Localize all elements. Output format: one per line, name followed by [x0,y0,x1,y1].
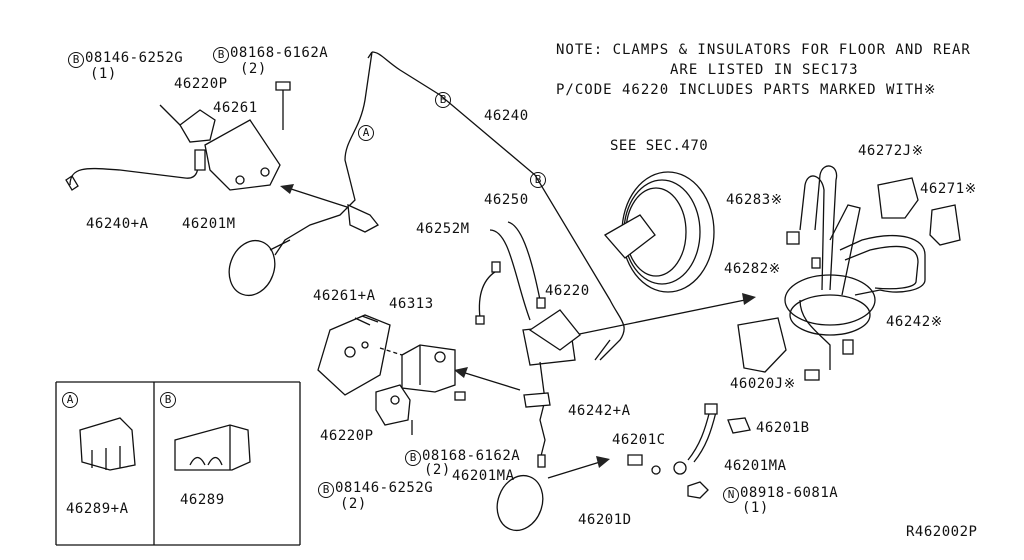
part-46289: 46289 [180,492,225,508]
inset-part-46289 [174,424,251,471]
note-line-3: P/CODE 46220 INCLUDES PARTS MARKED WITH※ [556,82,937,98]
part-08918-code: 08918-6081A [740,485,839,501]
reference-code: R462002P [906,524,978,540]
part-46201b: 46201B [756,420,810,436]
part-46261a: 46261+A [313,288,376,304]
b-marker-icon: B [160,392,176,408]
b-marker-icon: B [530,172,546,188]
inset-part-46289a [79,417,136,471]
part-46252m: 46252M [416,221,470,237]
part-46313: 46313 [389,296,434,312]
part-46240: 46240 [484,108,529,124]
note-line-1: NOTE: CLAMPS & INSULATORS FOR FLOOR AND … [556,42,971,58]
part-08168-bottom-qty: (2) [424,462,451,478]
part-46201ma-left: 46201MA [452,468,515,484]
a-marker-icon: A [358,125,374,141]
inset-a-marker: A [62,390,79,408]
part-46240a: 46240+A [86,216,149,232]
part-08168-top-qty: (2) [240,61,267,77]
b-marker-icon: B [405,450,421,466]
n-marker-icon: N [723,487,739,503]
b-marker-icon: B [213,47,229,63]
b-marker-icon: B [68,52,84,68]
part-46020j: 46020J※ [730,376,796,392]
brake-booster [594,171,715,361]
part-08146-top-code: 08146-6252G [85,50,184,66]
part-46201c: 46201C [612,432,666,448]
part-46261: 46261 [213,100,258,116]
b-marker-icon: B [435,92,451,108]
marker-b-on-line-1: B [435,90,452,108]
inset-frames [55,381,301,546]
part-46289a: 46289+A [66,501,129,517]
center-valve-block [475,221,581,468]
inset-b-marker: B [160,390,177,408]
part-08146-bottom-qty: (2) [340,496,367,512]
part-46201d: 46201D [578,512,632,528]
front-left-hose [228,239,291,297]
part-46250: 46250 [484,192,529,208]
part-46201m: 46201M [182,216,236,232]
part-08918-qty: (1) [742,500,769,516]
part-46242: 46242※ [886,314,943,330]
right-tube-assembly [737,165,961,381]
marker-a-on-line: A [358,123,375,141]
part-46271: 46271※ [920,181,977,197]
a-marker-icon: A [62,392,78,408]
bracket-assembly-left [317,314,466,435]
front-right-hose [496,403,751,532]
see-sec-470: SEE SEC.470 [610,138,709,154]
part-08168-bottom-code: 08168-6162A [422,448,521,464]
part-08146-top-qty: (1) [90,66,117,82]
note-line-2: ARE LISTED IN SEC173 [670,62,859,78]
b-marker-icon: B [318,482,334,498]
part-46283: 46283※ [726,192,783,208]
callout-arrows [280,184,756,479]
part-46220p-bottom: 46220P [320,428,374,444]
brake-line-46240 [274,51,625,361]
part-08146-bottom-code: 08146-6252G [335,480,434,496]
part-46220p-top: 46220P [174,76,228,92]
marker-b-on-line-2: B [530,170,547,188]
part-46282: 46282※ [724,261,781,277]
part-46220: 46220 [545,283,590,299]
part-46272j: 46272J※ [858,143,924,159]
rear-brake-line-part [65,81,291,191]
part-46201ma-right: 46201MA [724,458,787,474]
part-08168-top-code: 08168-6162A [230,45,329,61]
part-46242a: 46242+A [568,403,631,419]
